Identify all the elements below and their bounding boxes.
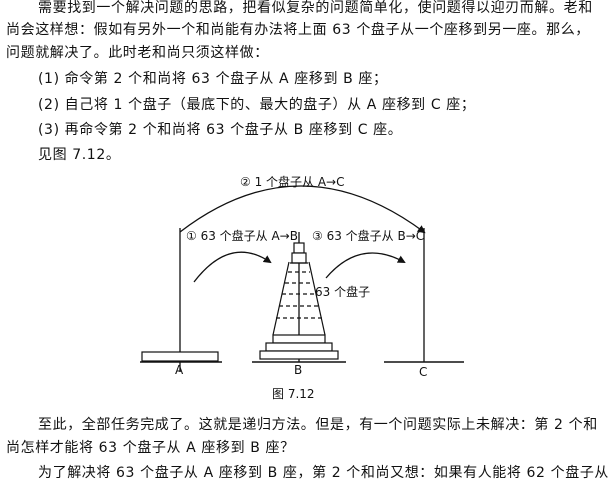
peg-a-label: A — [175, 363, 184, 377]
step-3: (3) 再命令第 2 个和尚将 63 个盘子从 B 座移到 C 座。 — [38, 122, 403, 138]
arrow-left-label: ① 63 个盘子从 A→B — [186, 228, 298, 243]
see-figure-note: 见图 7.12。 — [38, 147, 121, 163]
paragraph-3-line-1: 为了解决将 63 个盘子从 A 座移到 B 座，第 2 个和尚又想：如果有人能将… — [38, 465, 610, 481]
step-2: (2) 自己将 1 个盘子（最底下的、最大的盘子）从 A 座移到 C 座； — [38, 97, 476, 113]
paragraph-2-line-1: 至此，全部任务完成了。这就是递归方法。但是，有一个问题实际上未解决：第 2 个和 — [38, 417, 598, 433]
peg-b-label: B — [294, 363, 302, 377]
paragraph-1-line-3: 问题就解决了。此时老和尚只须这样做： — [6, 45, 269, 61]
arrow-a-to-b — [193, 251, 272, 283]
peg-c-label: C — [419, 365, 427, 379]
paragraph-2-line-2: 尚怎样才能将 63 个盘子从 A 座移到 B 座？ — [6, 440, 295, 456]
step-1: (1) 命令第 2 个和尚将 63 个盘子从 A 座移到 B 座； — [38, 71, 388, 87]
figure-caption: 图 7.12 — [272, 387, 315, 401]
paragraph-1-line-1: 需要找到一个解决问题的思路，把看似复杂的问题简单化，使问题得以迎刃而解。老和 — [38, 0, 593, 16]
stack-label: 63 个盘子 — [315, 284, 370, 299]
paragraph-1-line-2: 尚会这样想：假如有另外一个和尚能有办法将上面 63 个盘子从一个座移到另一座。那… — [6, 22, 590, 38]
arrow-b-to-c — [325, 252, 406, 279]
arrow-top-label: ② 1 个盘子从 A→C — [240, 174, 344, 189]
peg-a-disk — [141, 351, 219, 362]
arrow-a-to-c — [179, 185, 426, 234]
arrow-right-label: ③ 63 个盘子从 B→C — [312, 228, 424, 243]
